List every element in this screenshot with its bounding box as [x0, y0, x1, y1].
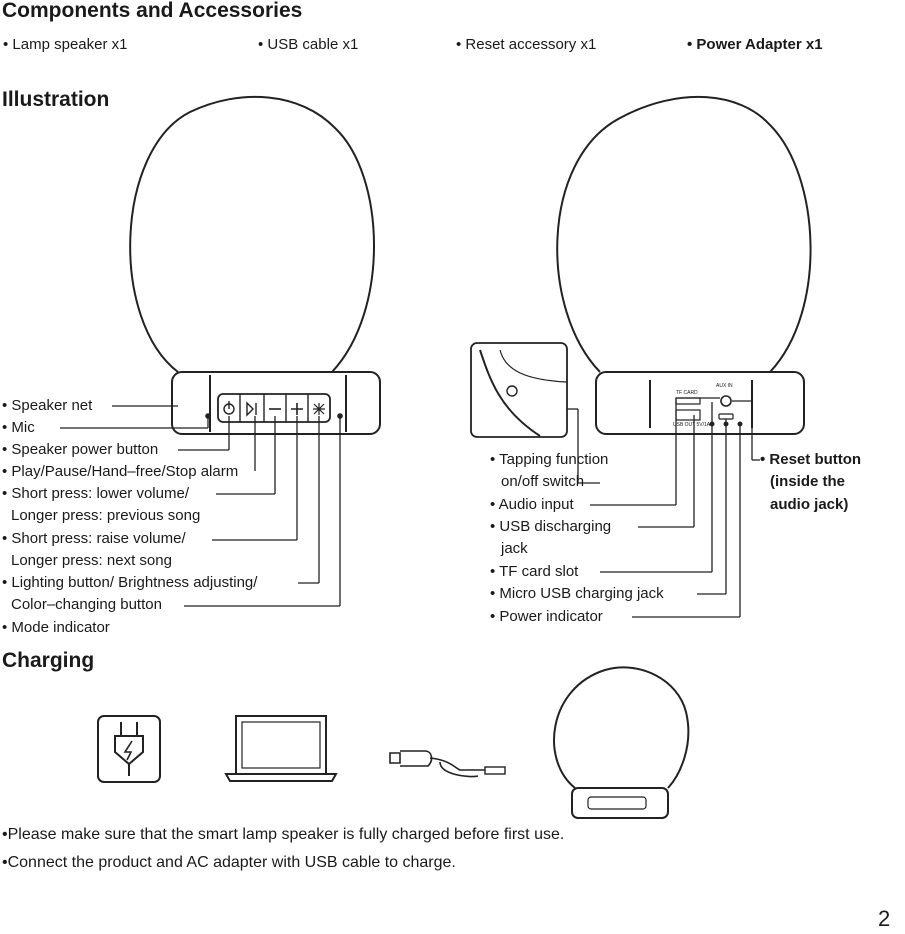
power-indicator-dot: [737, 421, 743, 427]
label-reset-button: • Reset button: [760, 451, 862, 468]
label-reset-jack: audio jack): [770, 496, 849, 513]
label-tapping-function: • Tapping function: [490, 451, 609, 468]
panel-tf-label: TF CARD: [676, 390, 698, 396]
label-micro-usb: • Micro USB charging jack: [490, 585, 664, 602]
label-previous-song: Longer press: previous song: [11, 507, 201, 524]
plus-icon: [291, 403, 303, 415]
components-heading: Components and Accessories: [2, 0, 303, 22]
charging-lamp-globe: [553, 666, 690, 789]
charging-note-1: •Please make sure that the smart lamp sp…: [2, 826, 565, 843]
front-lamp-base: [171, 371, 381, 435]
label-next-song: Longer press: next song: [11, 552, 172, 569]
illustration-heading: Illustration: [2, 88, 110, 111]
charging-note-2: •Connect the product and AC adapter with…: [2, 854, 456, 871]
label-mode-indicator: • Mode indicator: [2, 619, 110, 636]
label-audio-input: • Audio input: [490, 496, 574, 513]
panel-usb-out-label: USB OUT 5V/1A: [673, 422, 711, 428]
laptop-icon: [235, 715, 327, 775]
front-button-bar: [217, 393, 331, 423]
label-play-pause: • Play/Pause/Hand–free/Stop alarm: [2, 463, 239, 480]
micro-usb-port: [718, 413, 734, 420]
component-lamp-speaker: • Lamp speaker x1: [3, 36, 128, 53]
mic-dot: [205, 413, 211, 419]
component-usb-cable: • USB cable x1: [258, 36, 359, 53]
label-speaker-net: • Speaker net: [2, 397, 93, 414]
tap-switch-inset: [470, 342, 568, 438]
charging-lamp-base: [571, 787, 669, 819]
component-power-adapter: • Power Adapter x1: [687, 36, 823, 53]
label-usb-discharging: • USB discharging: [490, 518, 612, 535]
front-lamp-globe: [129, 95, 375, 373]
label-color-changing: Color–changing button: [11, 596, 162, 613]
back-lamp-globe: [556, 95, 812, 373]
label-power-button: • Speaker power button: [2, 441, 159, 458]
light-icon: [313, 403, 325, 415]
label-power-indicator: • Power indicator: [490, 608, 603, 625]
audio-jack: [720, 395, 732, 407]
tf-card-slot: [675, 397, 701, 405]
label-reset-inside: (inside the: [770, 473, 846, 490]
component-reset-accessory: • Reset accessory x1: [456, 36, 597, 53]
panel-audio-label: AUX IN: [716, 383, 733, 389]
page-number: 2: [878, 906, 891, 931]
mode-indicator-dot: [337, 413, 343, 419]
play-pause-icon: [246, 401, 257, 417]
back-lamp-base: [595, 371, 805, 435]
label-raise-volume: • Short press: raise volume/: [2, 530, 186, 547]
label-lower-volume: • Short press: lower volume/: [2, 485, 189, 502]
usb-out-port: [675, 409, 701, 421]
label-mic: • Mic: [2, 419, 35, 436]
label-tf-card-slot: • TF card slot: [490, 563, 579, 580]
power-adapter-icon: [97, 715, 161, 783]
charging-heading: Charging: [2, 649, 95, 672]
label-lighting-button: • Lighting button/ Brightness adjusting/: [2, 574, 258, 591]
label-usb-jack: jack: [501, 540, 528, 557]
usb-cable-icon: [389, 750, 485, 778]
label-tapping-switch: on/off switch: [501, 473, 585, 490]
